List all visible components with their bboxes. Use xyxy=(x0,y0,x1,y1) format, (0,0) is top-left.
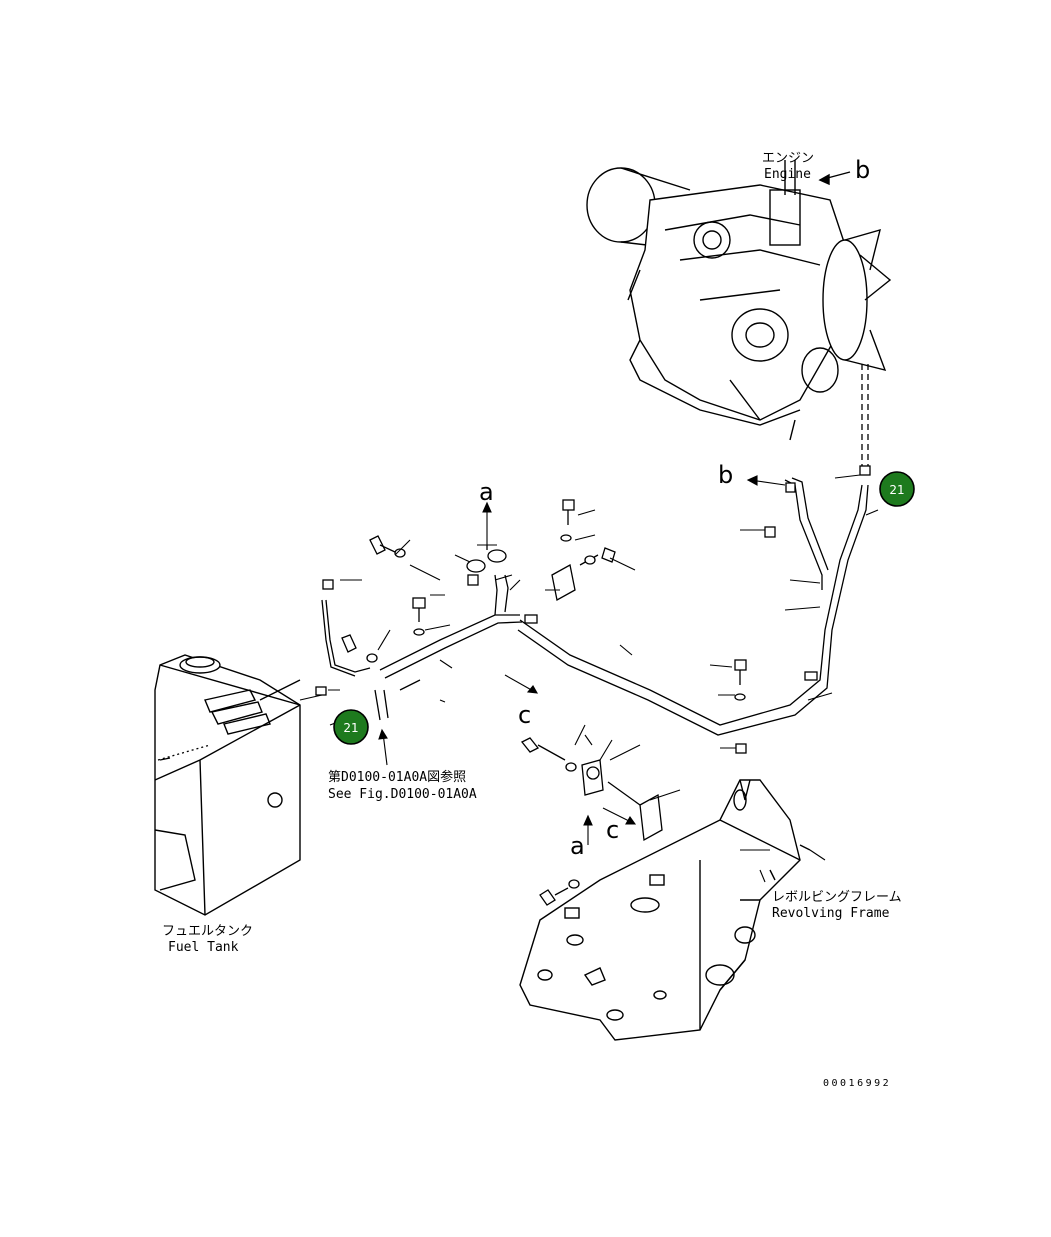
fuel-tank-label: フュエルタンク Fuel Tank xyxy=(162,924,253,955)
view-marker-c-left: c xyxy=(518,701,531,729)
wiring-harness xyxy=(157,360,869,761)
revolving-frame-drawing xyxy=(519,779,811,1041)
engine-label-ja: エンジン xyxy=(762,151,814,166)
view-marker-b-mid: b xyxy=(718,461,733,489)
engine-label-en: Engine xyxy=(764,167,811,182)
view-marker-a-bottom: a xyxy=(570,832,585,860)
reference-label-ja: 第D0100-01A0A図参照 xyxy=(328,769,466,785)
leader-lines xyxy=(299,474,879,883)
small-parts xyxy=(315,465,871,906)
view-marker-b-top: b xyxy=(855,156,870,184)
callout-21-right-number: 21 xyxy=(889,483,904,497)
reference-label-en: See Fig.D0100-01A0A xyxy=(328,787,477,802)
callout-21-right[interactable]: 21 xyxy=(879,471,915,507)
callout-21-left-number: 21 xyxy=(343,721,358,735)
engine-label: エンジン Engine xyxy=(762,151,814,182)
drawing-number: 00016992 xyxy=(823,1078,891,1089)
revolving-frame-label-ja: レボルビングフレーム xyxy=(772,890,902,905)
fuel-tank-label-ja: フュエルタンク xyxy=(162,924,253,939)
callout-21-left[interactable]: 21 xyxy=(333,709,369,745)
engine-drawing xyxy=(586,160,892,441)
revolving-frame-label-en: Revolving Frame xyxy=(772,906,890,921)
view-marker-c-bottom: c xyxy=(606,816,619,844)
revolving-frame-label: レボルビングフレーム Revolving Frame xyxy=(772,890,902,921)
fuel-tank-drawing xyxy=(154,654,301,916)
reference-label: 第D0100-01A0A図参照 See Fig.D0100-01A0A xyxy=(328,769,477,802)
fuel-tank-label-en: Fuel Tank xyxy=(168,940,239,955)
view-marker-a-top: a xyxy=(479,478,494,506)
view-markers: b a b c a c xyxy=(479,156,870,860)
